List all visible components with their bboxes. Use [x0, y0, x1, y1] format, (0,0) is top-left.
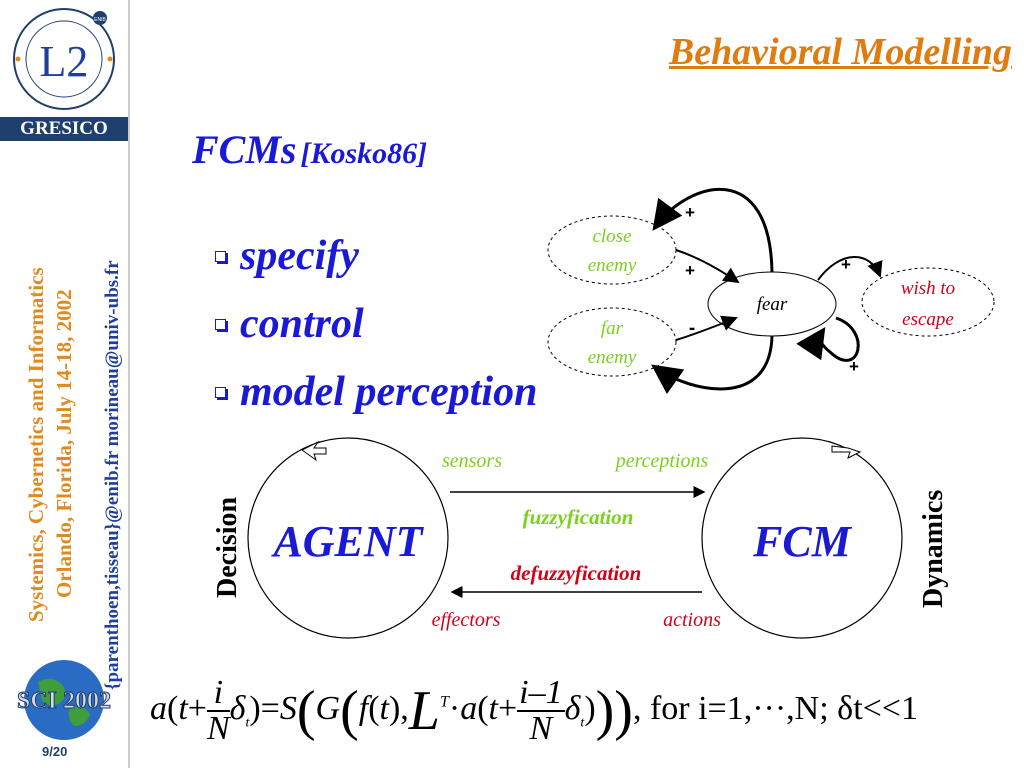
- edge-fear-to-wish: [817, 256, 883, 281]
- formula-t2: t: [379, 689, 389, 727]
- formula-a: a: [150, 689, 167, 727]
- bullet-item: specify: [215, 222, 537, 290]
- formula-N2: N: [529, 710, 553, 747]
- bullet-square-icon: [215, 386, 226, 398]
- node-close-enemy-line2: enemy: [588, 255, 637, 276]
- formula-condition: , for i=1,···,N; δt<<1: [632, 689, 918, 727]
- page-number: 9/20: [42, 744, 68, 759]
- formula-delta: δ: [229, 689, 246, 727]
- bullet-list: specify control model perception: [215, 222, 537, 426]
- bullet-item: control: [215, 290, 537, 358]
- fuzzyfication-label: fuzzyfication: [523, 505, 634, 529]
- node-wish-to-escape: [861, 267, 995, 337]
- formula-N: N: [206, 710, 230, 747]
- actions-label: actions: [663, 609, 721, 631]
- edge-fear-self-loop: [796, 316, 860, 362]
- agent-label: AGENT: [270, 517, 424, 566]
- formula-f: f: [358, 689, 369, 727]
- sidebar: L2 ENIB GRESICO Systemics, Cybernetics a…: [0, 0, 130, 768]
- sign-close-to-fear: +: [685, 261, 695, 280]
- bullet-item: model perception: [215, 358, 537, 426]
- formula-i: i: [213, 674, 224, 711]
- sci-2002-globe-logo: SCI 2002: [16, 660, 112, 740]
- sign-top-loop: +: [685, 203, 695, 222]
- formula-a2: a: [460, 689, 478, 727]
- formula-T: T: [439, 693, 449, 711]
- formula-L: L: [408, 680, 440, 742]
- slide-title: Behavioral Modelling: [668, 31, 1012, 73]
- formula-t3: t: [488, 689, 498, 727]
- fcm-heading: FCMs [Kosko86]: [192, 126, 427, 173]
- bullet-text: model perception: [240, 369, 538, 415]
- fcm-cycle-arrow-icon: [831, 445, 862, 459]
- formula-S: S: [279, 689, 297, 727]
- bullet-square-icon: [215, 250, 226, 262]
- heading-main: FCMs: [192, 127, 297, 172]
- gresico-banner: GRESICO: [0, 117, 128, 141]
- sensors-label: sensors: [442, 450, 502, 472]
- node-far-enemy-line2: enemy: [588, 347, 637, 368]
- node-wish-line1: wish to: [901, 278, 955, 299]
- l2-logo: L2 ENIB: [13, 8, 115, 110]
- bullet-text: specify: [240, 233, 359, 279]
- perceptions-label: perceptions: [614, 450, 709, 472]
- node-close-enemy-line1: close: [592, 226, 631, 247]
- dynamics-label: Dynamics: [918, 490, 949, 608]
- formula-t-sub: t: [245, 715, 250, 731]
- sign-bottom-loop: -: [689, 374, 695, 395]
- edge-close-enemy-to-fear: [675, 249, 740, 284]
- sign-fear-to-wish: +: [841, 255, 851, 274]
- node-far-enemy: [547, 307, 677, 377]
- defuzzyfication-label: defuzzyfication: [511, 561, 642, 585]
- node-far-enemy-line1: far: [601, 318, 624, 339]
- sign-fear-self: +: [849, 357, 859, 376]
- formula-G: G: [315, 689, 341, 727]
- bullet-square-icon: [215, 318, 226, 330]
- edge-far-enemy-to-fear: [675, 315, 738, 341]
- formula-t-sub2: t: [580, 715, 585, 731]
- edge-fear-to-close-enemy: [652, 187, 774, 273]
- logo-text: L2: [40, 37, 89, 86]
- node-wish-line2: escape: [902, 309, 954, 330]
- formula-t: t: [178, 689, 188, 727]
- node-fear-label: fear: [757, 294, 788, 315]
- edge-fear-to-far-enemy: [651, 335, 774, 395]
- agent-cycle-arrow-icon: [301, 440, 327, 462]
- heading-reference: [Kosko86]: [300, 137, 428, 170]
- logo-small-text: ENIB: [94, 17, 106, 23]
- effectors-label: effectors: [432, 609, 501, 631]
- fcm-circle: [701, 437, 903, 639]
- sci-2002-label: SCI 2002: [17, 688, 111, 714]
- bullet-text: control: [240, 301, 364, 347]
- formula-delta2: δ: [564, 689, 581, 727]
- agent-circle: [247, 437, 449, 639]
- decision-label: Decision: [212, 496, 243, 598]
- formula-i-minus-1: i–1: [519, 674, 563, 711]
- sign-far-to-fear: -: [689, 318, 695, 339]
- fcm-label: FCM: [752, 517, 853, 566]
